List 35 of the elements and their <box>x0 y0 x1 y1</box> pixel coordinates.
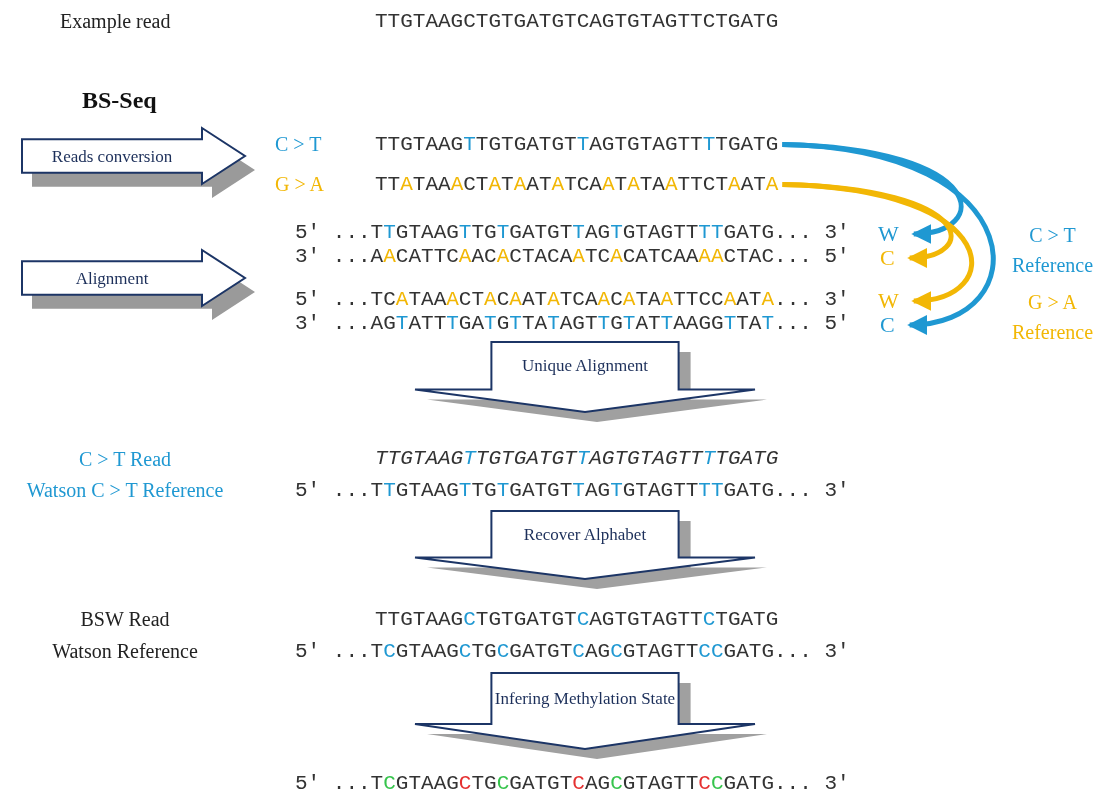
sequence-text: TTGTAAGTTGTGATGTTAGTGTAGTTTTGATG <box>375 447 779 470</box>
arrow-label: Recover Alphabet <box>522 523 648 546</box>
curved-arrow <box>782 182 974 310</box>
reference-label: Watson C > T Reference <box>25 479 225 502</box>
reference-label: G > A Reference <box>1010 290 1094 345</box>
conversion-label: G > A <box>275 173 325 196</box>
block-arrow <box>22 128 257 198</box>
arrow-label: Alignment <box>74 267 150 290</box>
sequence-text: 5' ...TCGTAAGCTGCGATGTCAGCGTAGTTCCGATG... 3' <box>295 640 850 663</box>
arrow-label: Reads conversion <box>50 145 174 168</box>
sequence-text: 5' ...TCATAAACTACAATATCAACATAATTCCAATA... 3' <box>295 288 850 311</box>
strand-letter: C <box>880 245 895 271</box>
arrow-label: Unique Alignment <box>520 355 649 378</box>
sequence-text: TTATAAACTATAATATCAATATAATTCTAATA <box>375 173 779 196</box>
sequence-text: 3' ...AGTATTTGATGTTATAGTTGTATTAAGGTTAT... 5' <box>295 312 850 335</box>
heading-text: BS-Seq <box>82 87 157 114</box>
block-arrow <box>22 250 257 320</box>
sequence-text: 3' ...AACATTCAACACTACAATCACATCAAAACTAC... 5' <box>295 245 850 268</box>
arrow-label: Infering Methylation State <box>493 688 677 710</box>
sequence-text: TTGTAAGCTGTGATGTCAGTGTAGTTCTGATG <box>375 10 779 33</box>
read-label: BSW Read <box>79 608 171 631</box>
caption-text: Example read <box>60 10 171 33</box>
reference-label: C > T Reference <box>1010 223 1094 278</box>
read-label: C > T Read <box>77 448 173 471</box>
conversion-label: C > T <box>275 133 322 156</box>
sequence-text: 5' ...TCGTAAGCTGCGATGTCAGCGTAGTTCCGATG... 3' <box>295 772 850 791</box>
sequence-text: TTGTAAGTTGTGATGTTAGTGTAGTTTTGATG <box>375 133 779 156</box>
curved-arrow <box>782 142 996 333</box>
reference-label: Watson Reference <box>51 640 199 663</box>
sequence-text: TTGTAAGCTGTGATGTCAGTGTAGTTCTGATG <box>375 608 779 631</box>
sequence-text: 5' ...TTGTAAGTTGTGATGTTAGTGTAGTTTTGATG... 3' <box>295 479 850 502</box>
strand-letter: W <box>878 288 899 314</box>
sequence-text: 5' ...TTGTAAGTTGTGATGTTAGTGTAGTTTTGATG... 3' <box>295 221 850 244</box>
strand-letter: C <box>880 312 895 338</box>
strand-letter: W <box>878 221 899 247</box>
